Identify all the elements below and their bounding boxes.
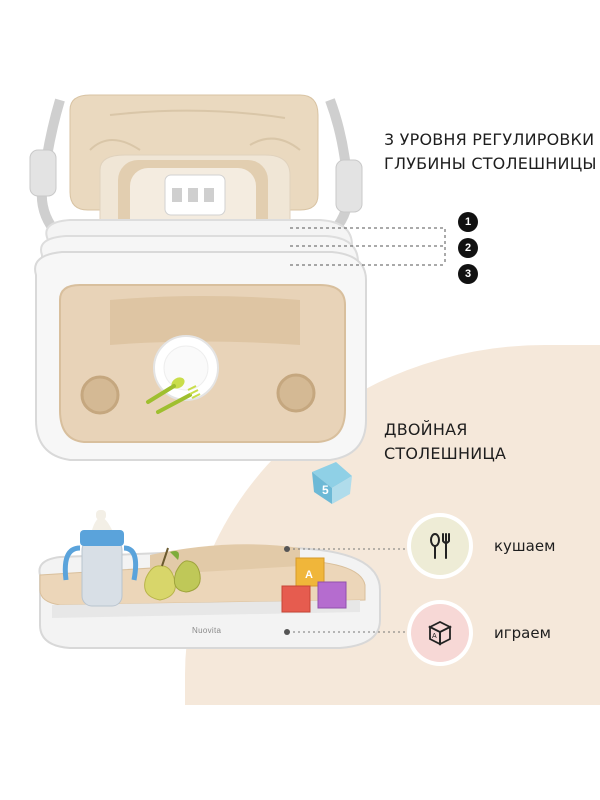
eat-feature-badge: [411, 517, 469, 575]
level-guides: [290, 227, 446, 266]
toy-block-floating: 5: [312, 462, 352, 504]
double-heading-line-1: Двойная: [384, 420, 468, 439]
brand-logo: Nuovita: [192, 626, 222, 635]
level-badge-2: 2: [458, 238, 478, 258]
toy-blocks-icon: A: [427, 620, 453, 646]
play-feature-badge: A: [411, 604, 469, 662]
svg-text:5: 5: [322, 483, 329, 497]
play-feature-label: играем: [494, 624, 551, 642]
double-heading-line-2: столешница: [384, 444, 507, 463]
depth-adjust-heading: 3 уровня регулировки глубины столешницы: [384, 128, 597, 176]
depth-heading-line-1: 3 уровня регулировки: [384, 130, 595, 149]
depth-heading-line-2: глубины столешницы: [384, 154, 597, 173]
level-badge-3: 3: [458, 264, 478, 284]
tray-levels: [34, 219, 367, 461]
double-tray-side: A: [38, 510, 381, 649]
svg-text:A: A: [305, 569, 313, 581]
fork-spoon-icon: [430, 533, 450, 559]
level-badge-1: 1: [458, 212, 478, 232]
eat-feature-label: кушаем: [494, 537, 556, 555]
feature-guides: [288, 548, 408, 633]
double-tray-heading: Двойная столешница: [384, 418, 506, 466]
svg-text:A: A: [432, 633, 437, 640]
